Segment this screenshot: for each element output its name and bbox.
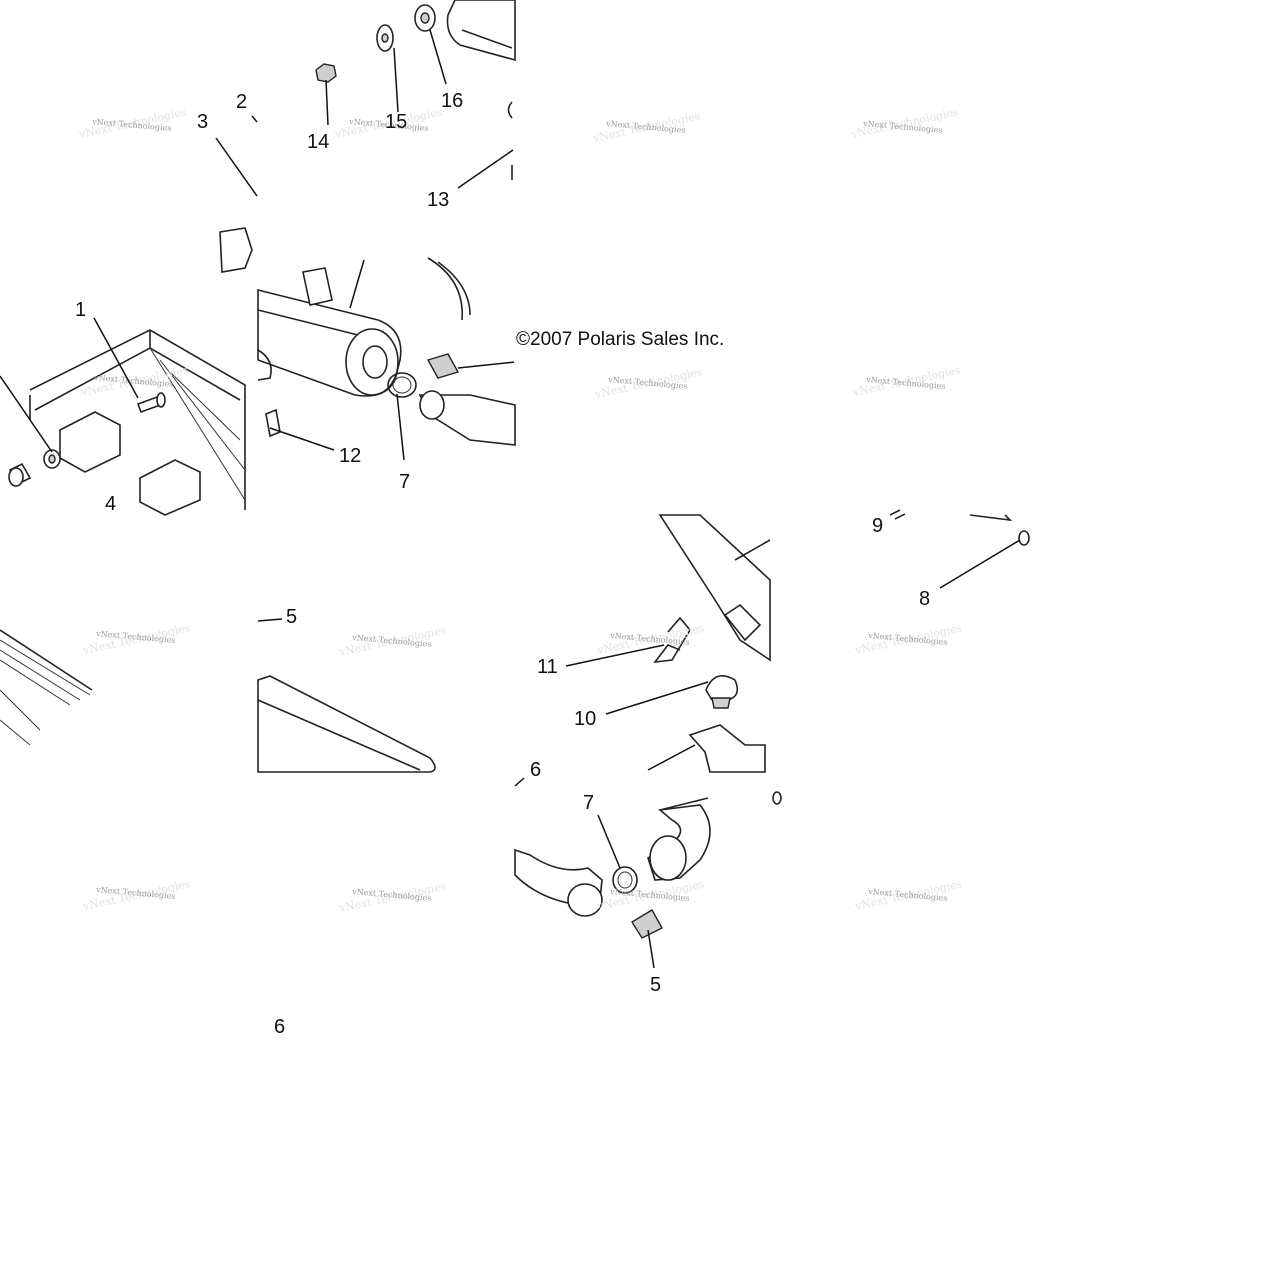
callout-16: 16 xyxy=(441,90,463,112)
bushings-grommets xyxy=(8,449,61,487)
frame-assembly xyxy=(0,329,246,746)
muffler-assembly xyxy=(219,0,516,397)
mask xyxy=(514,356,534,380)
tailpipe-bracket xyxy=(653,514,771,773)
callout-5: 5 xyxy=(650,974,661,996)
callout-9: 9 xyxy=(872,515,883,537)
callout-11: 11 xyxy=(537,656,558,678)
exhaust-pipe-mid xyxy=(257,675,436,773)
small-hardware xyxy=(265,4,516,446)
mask xyxy=(514,268,544,290)
copyright-notice: ©2007 Polaris Sales Inc. xyxy=(516,329,724,350)
watermark-layer: vNext Technologies vNext Technologies vN… xyxy=(77,105,964,915)
callouts: 1 2 3 4 5 5 5 6 6 7 7 7 8 9 10 11 12 13 … xyxy=(75,90,930,1038)
leader-lines xyxy=(0,29,1021,969)
callout-7: 7 xyxy=(399,471,410,493)
callout-1: 1 xyxy=(75,299,86,321)
callout-10: 10 xyxy=(574,708,596,730)
right-fastener xyxy=(889,509,1030,546)
exhaust-header-lower xyxy=(514,791,782,939)
callout-15: 15 xyxy=(385,111,407,133)
callout-3: 3 xyxy=(197,111,208,133)
callout-12: 12 xyxy=(339,445,361,467)
callout-8: 8 xyxy=(919,588,930,610)
callout-2: 2 xyxy=(236,91,247,113)
callout-7: 7 xyxy=(583,792,594,814)
pin-1 xyxy=(136,392,166,414)
callout-5: 5 xyxy=(286,606,297,628)
callout-6: 6 xyxy=(274,1016,285,1038)
callout-4: 4 xyxy=(105,493,116,515)
callout-13: 13 xyxy=(427,189,449,211)
callout-14: 14 xyxy=(307,131,329,153)
callout-6: 6 xyxy=(530,759,541,781)
